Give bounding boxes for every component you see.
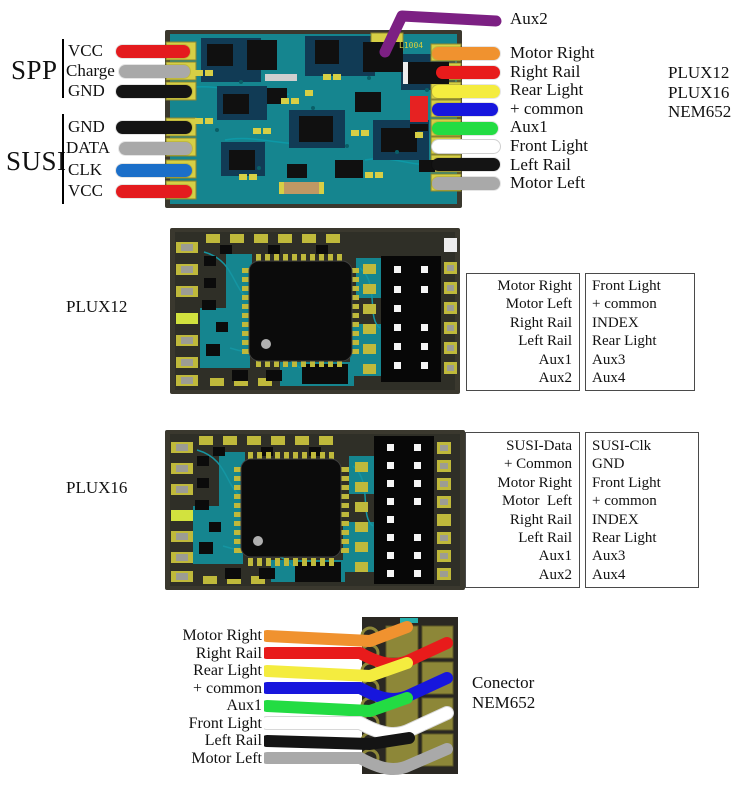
nem652-front-light-wire bbox=[264, 707, 453, 741]
nem652-left-rail-wire bbox=[264, 732, 415, 750]
table-cell: Motor Left bbox=[502, 493, 572, 510]
pin-label: Motor Left bbox=[191, 749, 262, 767]
plux12-right-pin-table: Front Light + common INDEX Rear Light Au… bbox=[585, 273, 695, 391]
plux16-left-pin-table: SUSI-Data + Common Motor Right Motor Lef… bbox=[465, 432, 580, 588]
table-cell: INDEX bbox=[592, 314, 639, 331]
standard-item: PLUX16 bbox=[668, 82, 730, 102]
table-cell: Motor Right bbox=[497, 278, 572, 294]
nem652-aux1-wire bbox=[264, 692, 413, 717]
susi-group-label: SUSI bbox=[6, 146, 67, 176]
nem652-motor-left-wire bbox=[264, 743, 453, 776]
table-cell: Rear Light bbox=[592, 333, 657, 350]
table-cell: Rear Light bbox=[592, 529, 657, 546]
spp-bracket bbox=[62, 39, 64, 98]
table-cell: Aux4 bbox=[592, 369, 626, 386]
table-cell: Right Rail bbox=[509, 511, 572, 528]
nem652-motor-right-wire bbox=[264, 621, 413, 647]
table-cell: SUSI-Data bbox=[506, 438, 572, 454]
table-cell: Left Rail bbox=[518, 333, 572, 350]
table-cell: GND bbox=[592, 456, 625, 473]
pin-label: + common bbox=[510, 98, 584, 118]
susi-pin-label-vcc: VCC bbox=[68, 181, 103, 200]
susi-pin-label-data: DATA bbox=[66, 138, 110, 157]
plux16-board bbox=[165, 430, 465, 590]
pin-label: Left Rail bbox=[510, 154, 571, 174]
nem652-connector-title: Conector NEM652 bbox=[472, 673, 535, 713]
pin-label: Right Rail bbox=[510, 61, 581, 81]
pin-label: Motor Right bbox=[182, 627, 262, 644]
top-right-pin-labels: Motor Right Right Rail Rear Light + comm… bbox=[510, 43, 595, 193]
motor-right-wire bbox=[432, 47, 500, 60]
plux16-section-label: PLUX16 bbox=[66, 478, 128, 497]
table-cell: + common bbox=[592, 296, 657, 313]
standard-item: NEM652 bbox=[668, 102, 732, 121]
table-cell: + Common bbox=[503, 456, 572, 473]
pin-label: Motor Left bbox=[510, 173, 586, 193]
connector-title-line2: NEM652 bbox=[472, 693, 536, 712]
pin-label: Front Light bbox=[510, 135, 588, 155]
left-rail-wire bbox=[432, 158, 500, 171]
table-cell: Motor Left bbox=[505, 296, 572, 313]
right-rail-wire bbox=[436, 66, 500, 79]
spp-gnd-wire bbox=[116, 85, 192, 98]
pin-label: Aux1 bbox=[226, 697, 262, 714]
table-cell: Front Light bbox=[592, 278, 661, 294]
susi-gnd-wire bbox=[116, 121, 192, 134]
nem652-connector bbox=[264, 617, 458, 776]
connector-title-line1: Conector bbox=[472, 673, 535, 692]
common-wire bbox=[432, 103, 498, 116]
spp-pin-label-charge: Charge bbox=[66, 61, 115, 80]
pin-label: Rear Light bbox=[510, 80, 584, 100]
table-cell: Aux1 bbox=[538, 548, 572, 565]
spp-pin-label-gnd: GND bbox=[68, 81, 105, 100]
table-cell: Aux3 bbox=[592, 351, 626, 368]
table-cell: + common bbox=[592, 493, 657, 510]
table-cell: INDEX bbox=[592, 511, 639, 528]
pin-label: + common bbox=[192, 679, 262, 697]
susi-clk-wire bbox=[116, 164, 192, 177]
table-cell: Aux1 bbox=[538, 351, 572, 368]
table-cell: Aux2 bbox=[538, 566, 572, 583]
table-cell: Aux3 bbox=[592, 548, 626, 565]
rear-light-wire bbox=[432, 85, 500, 98]
decoder-board-top: L1004 bbox=[165, 30, 462, 208]
pin-label: Right Rail bbox=[195, 644, 262, 662]
susi-pin-label-gnd: GND bbox=[68, 117, 105, 136]
pin-label: Front Light bbox=[188, 714, 262, 732]
standards-list: PLUX12 PLUX16 NEM652 bbox=[668, 63, 731, 122]
aux2-label: Aux2 bbox=[510, 9, 548, 28]
table-cell: Front Light bbox=[592, 474, 661, 491]
table-cell: SUSI-Clk bbox=[592, 438, 652, 454]
susi-data-wire bbox=[119, 142, 192, 155]
pin-label: Left Rail bbox=[204, 732, 262, 749]
susi-bracket bbox=[62, 114, 64, 204]
spp-vcc-wire bbox=[116, 45, 190, 58]
front-light-wire bbox=[432, 140, 500, 153]
motor-left-wire bbox=[432, 177, 500, 190]
table-cell: Aux2 bbox=[538, 369, 572, 386]
plux16-right-pin-table: SUSI-Clk GND Front Light + common INDEX … bbox=[585, 432, 699, 588]
spp-charge-wire bbox=[119, 65, 190, 78]
susi-pin-label-clk: CLK bbox=[68, 160, 102, 179]
board-marking-text: L1004 bbox=[399, 41, 423, 50]
plux12-left-pin-table: Motor Right Motor Left Right Rail Left R… bbox=[466, 273, 580, 391]
pin-label: Aux1 bbox=[510, 117, 548, 137]
pin-label: Motor Right bbox=[510, 43, 595, 62]
table-cell: Right Rail bbox=[509, 314, 572, 331]
table-cell: Left Rail bbox=[518, 529, 572, 546]
table-cell: Aux4 bbox=[592, 566, 626, 583]
plux12-section-label: PLUX12 bbox=[66, 297, 128, 316]
aux2-wire bbox=[379, 10, 502, 58]
nem652-pin-labels: Motor Right Right Rail Rear Light + comm… bbox=[120, 627, 262, 767]
susi-vcc-wire bbox=[116, 185, 192, 198]
nem652-rear-light-wire bbox=[264, 657, 413, 682]
spp-pin-label-vcc: VCC bbox=[68, 41, 103, 60]
plux12-board bbox=[170, 228, 460, 394]
aux1-wire bbox=[432, 122, 498, 135]
table-cell: Motor Right bbox=[497, 474, 572, 491]
pin-label: Rear Light bbox=[193, 662, 262, 679]
standard-item: PLUX12 bbox=[668, 63, 730, 82]
spp-group-label: SPP bbox=[11, 55, 58, 85]
